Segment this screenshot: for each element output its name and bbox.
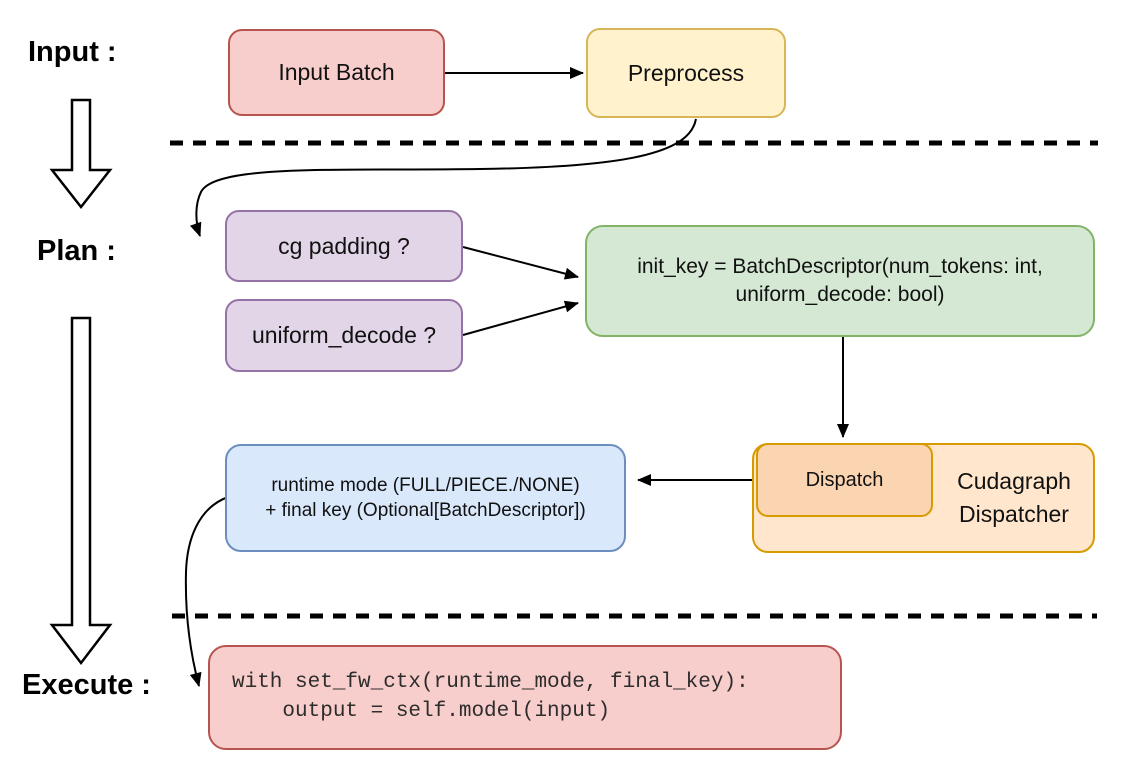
cg-padding-node: cg padding ? xyxy=(225,210,463,282)
preprocess-node: Preprocess xyxy=(586,28,786,118)
execute-code-line1: with set_fw_ctx(runtime_mode, final_key)… xyxy=(232,670,749,694)
runtime-result-node: runtime mode (FULL/PIECE./NONE) + final … xyxy=(225,444,626,552)
init-key-line2: uniform_decode: bool) xyxy=(735,283,945,306)
execute-code-line2: output = self.model(input) xyxy=(232,699,611,723)
cudagraph-dispatcher-line1: Cudagraph xyxy=(957,467,1071,494)
runtime-result-line2: + final key (Optional[BatchDescriptor]) xyxy=(265,500,586,521)
init-key-line1: init_key = BatchDescriptor(num_tokens: i… xyxy=(637,255,1043,279)
input-batch-label: Input Batch xyxy=(278,59,395,86)
cg-padding-label: cg padding ? xyxy=(278,232,410,259)
stage-label-plan: Plan : xyxy=(37,235,116,267)
execute-code-node: with set_fw_ctx(runtime_mode, final_key)… xyxy=(208,645,842,750)
arrow-preprocess-to-cg-padding xyxy=(189,118,697,237)
arrow-cg-padding-to-init-key xyxy=(462,246,579,280)
hollow-arrow-plan-to-execute xyxy=(49,316,113,666)
dispatch-node: Dispatch xyxy=(756,443,933,517)
uniform-decode-node: uniform_decode ? xyxy=(225,299,463,372)
arrow-uniform-decode-to-init-key xyxy=(462,300,579,336)
init-key-node: init_key = BatchDescriptor(num_tokens: i… xyxy=(585,225,1095,337)
uniform-decode-label: uniform_decode ? xyxy=(251,322,437,349)
cudagraph-dispatcher-line2: Dispatcher xyxy=(959,501,1069,527)
arrow-runtime-result-to-execute-code xyxy=(184,496,229,687)
cudagraph-dispatcher-label: Cudagraph Dispatcher xyxy=(933,443,1095,553)
stage-label-execute: Execute : xyxy=(22,669,151,701)
runtime-result-line1: runtime mode (FULL/PIECE./NONE) xyxy=(271,474,580,496)
input-batch-node: Input Batch xyxy=(228,29,445,116)
preprocess-label: Preprocess xyxy=(627,59,745,86)
dispatch-label: Dispatch xyxy=(805,468,884,491)
hollow-arrow-input-to-plan xyxy=(49,98,113,210)
stage-label-input: Input : xyxy=(28,36,117,68)
